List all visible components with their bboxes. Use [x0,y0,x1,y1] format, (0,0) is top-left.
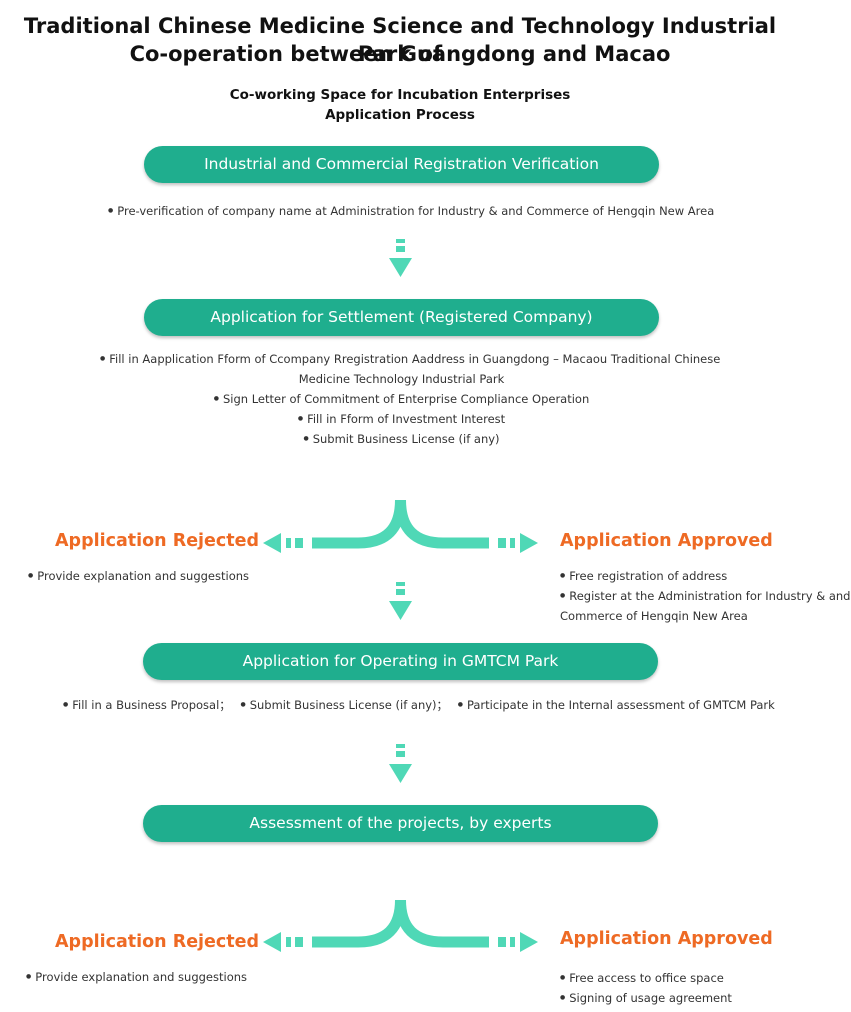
approved-label: Application Approved [560,929,773,949]
approved-note: Signing of usage agreement [560,988,732,1009]
step3-note: Submit Business License (if any)； [240,698,448,712]
fork-connector-1 [312,470,489,549]
step2-note: Fill in Aapplication Fform of Ccompany R… [100,349,720,370]
step3-note: Fill in a Business Proposal； [63,698,231,712]
step-registration-verification: Industrial and Commercial Registration V… [144,146,659,183]
right-arrow-icon [498,932,538,952]
approved-note: Free access to office space [560,968,724,989]
approved-label: Application Approved [560,531,773,551]
step-label: Application for Operating in GMTCM Park [242,652,559,670]
rejected-note: Provide explanation and suggestions [26,967,247,988]
left-arrow-icon [263,533,303,553]
down-arrow-icon [389,582,412,620]
step-expert-assessment: Assessment of the projects, by experts [143,805,658,842]
page-title-line2: Co-operation between Guangdong and Macao [129,42,671,66]
approved-note: Register at the Administration for Indus… [560,586,850,607]
down-arrow-icon [389,239,412,277]
down-arrow-icon [389,744,412,783]
rejected-label: Application Rejected [55,531,260,551]
step3-note: Participate in the Internal assessment o… [458,698,775,712]
subtitle-line2: Application Process [325,107,475,123]
step-label: Application for Settlement (Registered C… [210,308,593,326]
step2-note: Fill in Fform of Investment Interest [0,409,803,430]
right-arrow-icon [498,533,538,553]
left-arrow-icon [263,932,303,952]
rejected-note: Provide explanation and suggestions [28,566,249,587]
step2-note: Sign Letter of Commitment of Enterprise … [0,389,803,410]
page-title-line1: Traditional Chinese Medicine Science and… [23,14,777,66]
subtitle-line1: Co-working Space for Incubation Enterpri… [229,87,571,103]
step2-note-continued: Medicine Technology Industrial Park [298,372,505,386]
step3-notes: Fill in a Business Proposal； Submit Busi… [63,695,775,716]
fork-connector-2 [312,870,489,948]
step-application-for-settlement: Application for Settlement (Registered C… [144,299,659,336]
approved-note: Free registration of address [560,566,727,587]
rejected-label: Application Rejected [55,932,260,952]
step-label: Assessment of the projects, by experts [249,814,552,832]
step-application-for-operating: Application for Operating in GMTCM Park [143,643,658,680]
step-label: Industrial and Commercial Registration V… [204,155,599,173]
step2-note: Submit Business License (if any) [0,429,803,450]
step1-note: Pre-verification of company name at Admi… [108,201,714,222]
approved-note-continued: Commerce of Hengqin New Area [560,609,748,623]
